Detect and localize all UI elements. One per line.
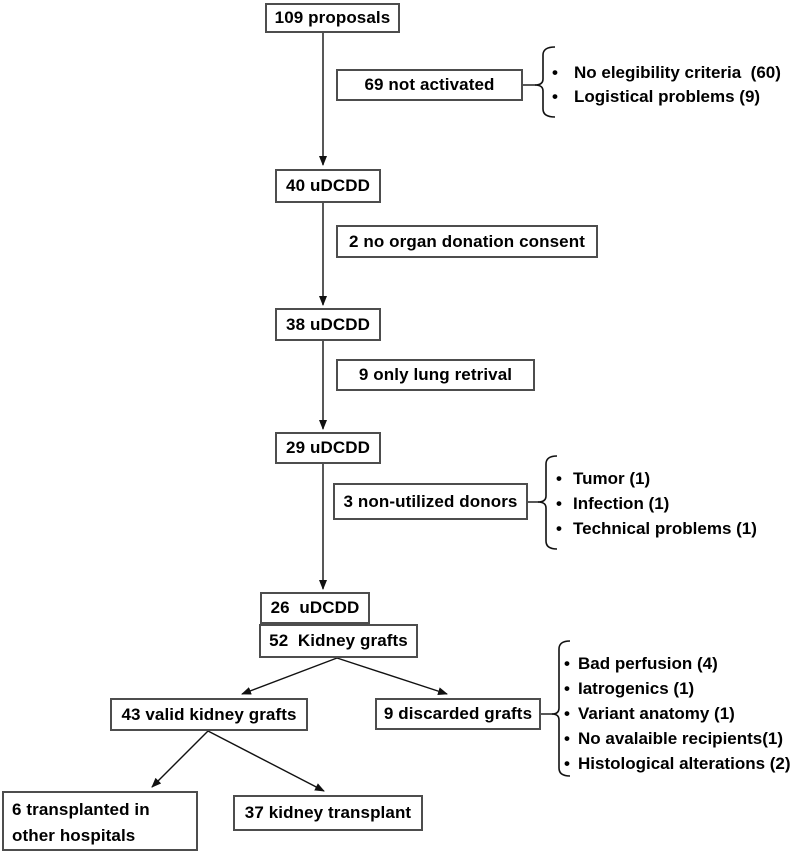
list-item: • Logistical problems (9) <box>552 85 781 109</box>
list-item-label: Iatrogenics (1) <box>578 678 695 698</box>
bullet-icon: • <box>552 87 558 106</box>
brace-discarded <box>551 640 571 777</box>
bullet-icon: • <box>552 63 558 82</box>
flow-box-udcdd-40: 40 uDCDD <box>275 169 381 203</box>
list-item: • Bad perfusion (4) <box>564 651 791 676</box>
list-item-label: Histological alterations (2) <box>578 753 791 773</box>
bullet-icon: • <box>564 703 570 723</box>
list-item-label: Technical problems (1) <box>573 518 757 538</box>
bullet-icon: • <box>556 518 562 538</box>
flow-box-non-utilized: 3 non-utilized donors <box>333 483 528 520</box>
flow-box-udcdd-26: 26 uDCDD <box>260 592 370 624</box>
non-utilized-reasons-list: • Tumor (1) • Infection (1) • Technical … <box>556 466 757 541</box>
list-item: • No elegibility criteria (60) <box>552 61 781 85</box>
list-item: • Technical problems (1) <box>556 516 757 541</box>
flow-box-proposals: 109 proposals <box>265 3 400 33</box>
flow-box-udcdd-29: 29 uDCDD <box>275 432 381 464</box>
brace-not-activated <box>534 46 556 118</box>
bullet-icon: • <box>556 493 562 513</box>
flow-box-kidney-grafts: 52 Kidney grafts <box>259 624 418 658</box>
flow-box-no-consent: 2 no organ donation consent <box>336 225 598 258</box>
arrow-grafts-to-valid <box>241 657 338 695</box>
list-item-label: Variant anatomy (1) <box>578 703 735 723</box>
arrow-valid-to-transplant <box>207 730 325 792</box>
bullet-icon: • <box>556 468 562 488</box>
list-item-label: No elegibility criteria (60) <box>574 63 781 82</box>
list-item: • Infection (1) <box>556 491 757 516</box>
flow-box-discarded-grafts: 9 discarded grafts <box>375 698 541 730</box>
flow-box-other-hospitals: 6 transplanted in other hospitals <box>2 791 198 851</box>
discarded-reasons-list: • Bad perfusion (4) • Iatrogenics (1) • … <box>564 651 791 776</box>
list-item: • Iatrogenics (1) <box>564 676 791 701</box>
list-item: • Histological alterations (2) <box>564 751 791 776</box>
bullet-icon: • <box>564 653 570 673</box>
arrow-valid-to-other-hospitals <box>151 730 209 788</box>
bullet-icon: • <box>564 728 570 748</box>
flow-box-udcdd-38: 38 uDCDD <box>275 308 381 341</box>
flow-box-lung-retrieval: 9 only lung retrival <box>336 359 535 391</box>
arrow-grafts-to-discarded <box>336 657 448 696</box>
list-item-label: Logistical problems (9) <box>574 87 761 106</box>
flow-box-valid-grafts: 43 valid kidney grafts <box>110 698 308 731</box>
bullet-icon: • <box>564 753 570 773</box>
list-item: • Variant anatomy (1) <box>564 701 791 726</box>
bullet-icon: • <box>564 678 570 698</box>
list-item-label: No avalaible recipients(1) <box>578 728 784 748</box>
list-item-label: Bad perfusion (4) <box>578 653 718 673</box>
list-item-label: Infection (1) <box>573 493 670 513</box>
list-item: • Tumor (1) <box>556 466 757 491</box>
flow-box-kidney-transplant: 37 kidney transplant <box>233 795 423 831</box>
list-item-label: Tumor (1) <box>573 468 651 488</box>
not-activated-reasons-list: • No elegibility criteria (60) • Logisti… <box>552 61 781 109</box>
brace-non-utilized <box>537 455 558 550</box>
flow-box-not-activated: 69 not activated <box>336 69 523 101</box>
list-item: • No avalaible recipients(1) <box>564 726 791 751</box>
